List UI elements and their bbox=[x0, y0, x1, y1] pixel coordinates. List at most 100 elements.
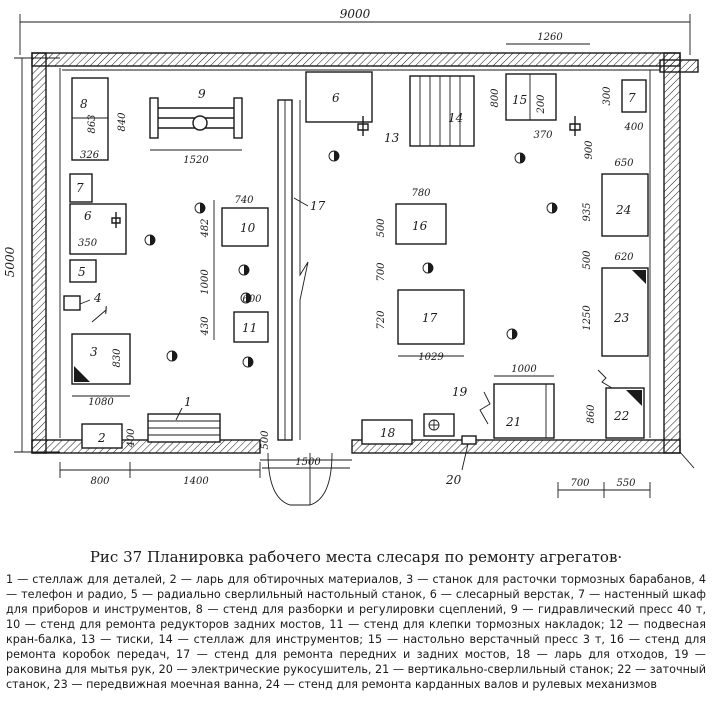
dim-1000-21: 1000 bbox=[511, 364, 537, 375]
label-8: 8 bbox=[80, 97, 88, 111]
dim-780: 780 bbox=[411, 188, 431, 199]
dim-9000: 9000 bbox=[340, 7, 371, 21]
lamp-symbols bbox=[144, 150, 558, 368]
bin-2: 2 400 bbox=[81, 423, 137, 449]
dim-1080: 1080 bbox=[88, 397, 114, 408]
dim-326: 326 bbox=[80, 150, 100, 161]
dim-300: 300 bbox=[602, 86, 613, 106]
label-9: 9 bbox=[198, 87, 206, 101]
floor-plan: 9000 5000 8 863 326 bbox=[3, 7, 699, 506]
label-19: 19 bbox=[452, 385, 468, 399]
label-13: 13 bbox=[384, 131, 400, 145]
washing-bath-23: 23 620 1250 bbox=[582, 252, 649, 357]
dim-350: 350 bbox=[78, 238, 98, 249]
sink-19: 19 bbox=[423, 385, 468, 437]
axle-stand-17: 17 720 1029 bbox=[376, 289, 465, 363]
dim-1250: 1250 bbox=[582, 305, 593, 331]
label-15: 15 bbox=[512, 93, 527, 107]
hydraulic-press-9: 9 840 1520 bbox=[117, 87, 243, 166]
dim-500-right: 500 bbox=[582, 250, 593, 270]
label-11: 11 bbox=[242, 321, 257, 335]
caption-title: Рис 37 Планировка рабочего места слесаря… bbox=[89, 548, 623, 566]
waste-bin-18: 18 bbox=[361, 419, 413, 445]
dim-740: 740 bbox=[234, 195, 254, 206]
label-6-right: 6 bbox=[332, 91, 340, 105]
dim-200: 200 bbox=[536, 94, 547, 115]
label-4: 4 bbox=[93, 291, 102, 305]
dim-1000-left: 1000 bbox=[200, 269, 211, 295]
equipment-8: 8 863 326 bbox=[71, 77, 109, 161]
label-7-right: 7 bbox=[628, 91, 636, 105]
workbench-6-right: 6 13 bbox=[305, 71, 400, 145]
stand-10: 10 740 482 bbox=[200, 195, 269, 247]
label-21: 21 bbox=[505, 415, 521, 429]
dim-500-door: 500 bbox=[260, 430, 271, 450]
dim-860: 860 bbox=[586, 404, 597, 424]
dim-430: 430 bbox=[200, 316, 211, 337]
dim-720: 720 bbox=[376, 310, 387, 330]
walls bbox=[18, 52, 699, 469]
dim-620: 620 bbox=[614, 252, 634, 263]
label-23: 23 bbox=[613, 311, 630, 325]
label-17-bottom: 17 bbox=[422, 311, 438, 325]
dim-1520: 1520 bbox=[183, 155, 209, 166]
dim-650: 650 bbox=[614, 158, 634, 169]
rack-1: 1 bbox=[147, 395, 221, 443]
dim-5000: 5000 bbox=[3, 246, 17, 277]
label-6-left: 6 bbox=[84, 209, 92, 223]
label-3: 3 bbox=[90, 345, 98, 359]
dim-863: 863 bbox=[87, 114, 98, 133]
label-5: 5 bbox=[78, 265, 86, 279]
dim-1029: 1029 bbox=[418, 352, 444, 363]
lathe-3: 3 830 1080 bbox=[71, 306, 131, 408]
wall-cabinet-7-right: 7 300 400 bbox=[602, 79, 647, 133]
dim-830: 830 bbox=[112, 348, 123, 368]
caption-legend: 1 — стеллаж для деталей, 2 — ларь для об… bbox=[6, 573, 706, 691]
crane-beam-12 bbox=[277, 99, 309, 441]
workbench-6-left: 6 350 bbox=[69, 203, 127, 255]
press-15: 15 200 800 1260 370 bbox=[490, 32, 590, 141]
label-14: 14 bbox=[448, 111, 463, 125]
dim-840: 840 bbox=[117, 112, 128, 132]
entrance-door bbox=[260, 452, 352, 506]
stand-11: 11 600 430 bbox=[200, 294, 269, 343]
dim-400-top: 400 bbox=[623, 122, 644, 133]
dim-400-bottom: 400 bbox=[126, 428, 137, 449]
dim-935: 935 bbox=[582, 202, 593, 221]
dim-800-bottom: 800 bbox=[90, 476, 110, 487]
label-17-top: 17 bbox=[310, 199, 326, 213]
label-22: 22 bbox=[613, 409, 629, 423]
dim-900: 900 bbox=[584, 140, 595, 160]
label-20: 20 bbox=[445, 473, 462, 487]
bottom-dimensions: 800 1400 500 1500 700 550 bbox=[59, 430, 651, 498]
dim-700-bottom: 700 bbox=[570, 478, 590, 489]
stand-24: 24 650 935 bbox=[582, 158, 649, 237]
label-7-left: 7 bbox=[76, 181, 84, 195]
dim-370: 370 bbox=[533, 130, 553, 141]
dim-500-16: 500 bbox=[376, 218, 387, 238]
dim-550: 550 bbox=[616, 478, 636, 489]
label-1: 1 bbox=[184, 395, 192, 409]
overall-width-dimension: 9000 bbox=[19, 7, 691, 55]
dim-800-top: 800 bbox=[490, 88, 501, 108]
hand-dryer-20: 20 bbox=[445, 435, 477, 487]
gearbox-stand-16: 16 780 500 700 bbox=[376, 188, 447, 282]
grinder-22: 22 860 bbox=[586, 369, 645, 439]
label-24: 24 bbox=[615, 203, 631, 217]
dim-600: 600 bbox=[242, 294, 262, 305]
figure-caption: Рис 37 Планировка рабочего места слесаря… bbox=[6, 548, 706, 692]
wall-cabinet-7-left: 7 bbox=[69, 173, 93, 203]
label-10: 10 bbox=[240, 221, 256, 235]
dim-1260: 1260 bbox=[537, 32, 563, 43]
dim-482: 482 bbox=[200, 218, 211, 238]
dim-700-16: 700 bbox=[376, 262, 387, 282]
phone-radio-4: 4 bbox=[63, 291, 102, 311]
dim-1500: 1500 bbox=[295, 457, 321, 468]
tool-rack-14: 14 bbox=[409, 75, 475, 147]
label-16: 16 bbox=[412, 219, 428, 233]
drill-press-21: 21 1000 bbox=[479, 364, 555, 439]
label-18: 18 bbox=[380, 426, 396, 440]
label-2: 2 bbox=[97, 431, 106, 445]
dim-1400: 1400 bbox=[183, 476, 209, 487]
drill-5: 5 bbox=[69, 259, 97, 283]
